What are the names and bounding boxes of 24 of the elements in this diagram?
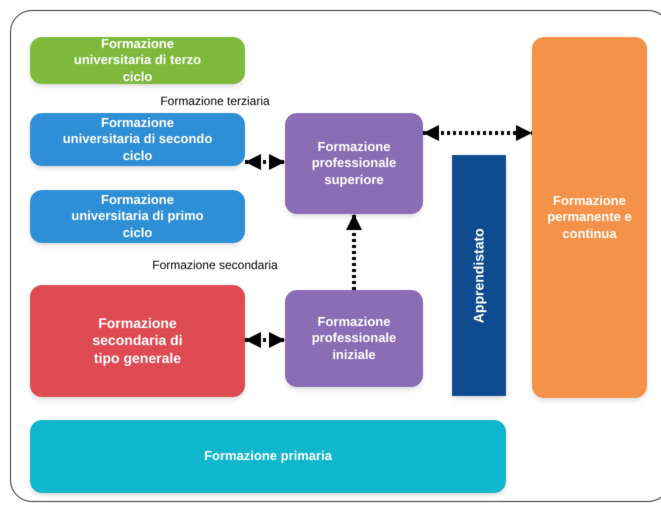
box-label: Apprendistato: [470, 228, 488, 323]
rounded-box: [30, 285, 245, 397]
rounded-box: [30, 190, 245, 243]
box-label: Formazione secondaria di tipo generale: [91, 314, 184, 368]
rounded-box: [30, 113, 245, 166]
dotted-arrow: [423, 125, 532, 141]
box-label: Formazione professionale superiore: [310, 139, 398, 188]
box-label: Formazione universitaria di primo ciclo: [70, 192, 205, 241]
rounded-box: [30, 420, 506, 493]
level-label: Formazione secondaria: [151, 257, 279, 274]
box-label: Formazione universitaria di secondo ciclo: [62, 115, 214, 164]
box-label: Formazione universitaria di terzo ciclo: [72, 36, 202, 85]
rounded-box: [285, 290, 423, 387]
box-label: Formazione primaria: [203, 448, 333, 465]
box-label: Formazione permanente e continua: [546, 193, 633, 242]
dotted-arrow: [245, 332, 285, 348]
rounded-box: [30, 37, 245, 84]
box-label: Formazione professionale iniziale: [310, 314, 398, 363]
vertical-bar: [452, 155, 506, 396]
rounded-box: [532, 37, 647, 398]
dotted-arrow: [245, 154, 285, 170]
rounded-box: [285, 113, 423, 214]
level-label: Formazione terziaria: [159, 93, 271, 110]
dotted-arrow: [346, 214, 362, 290]
